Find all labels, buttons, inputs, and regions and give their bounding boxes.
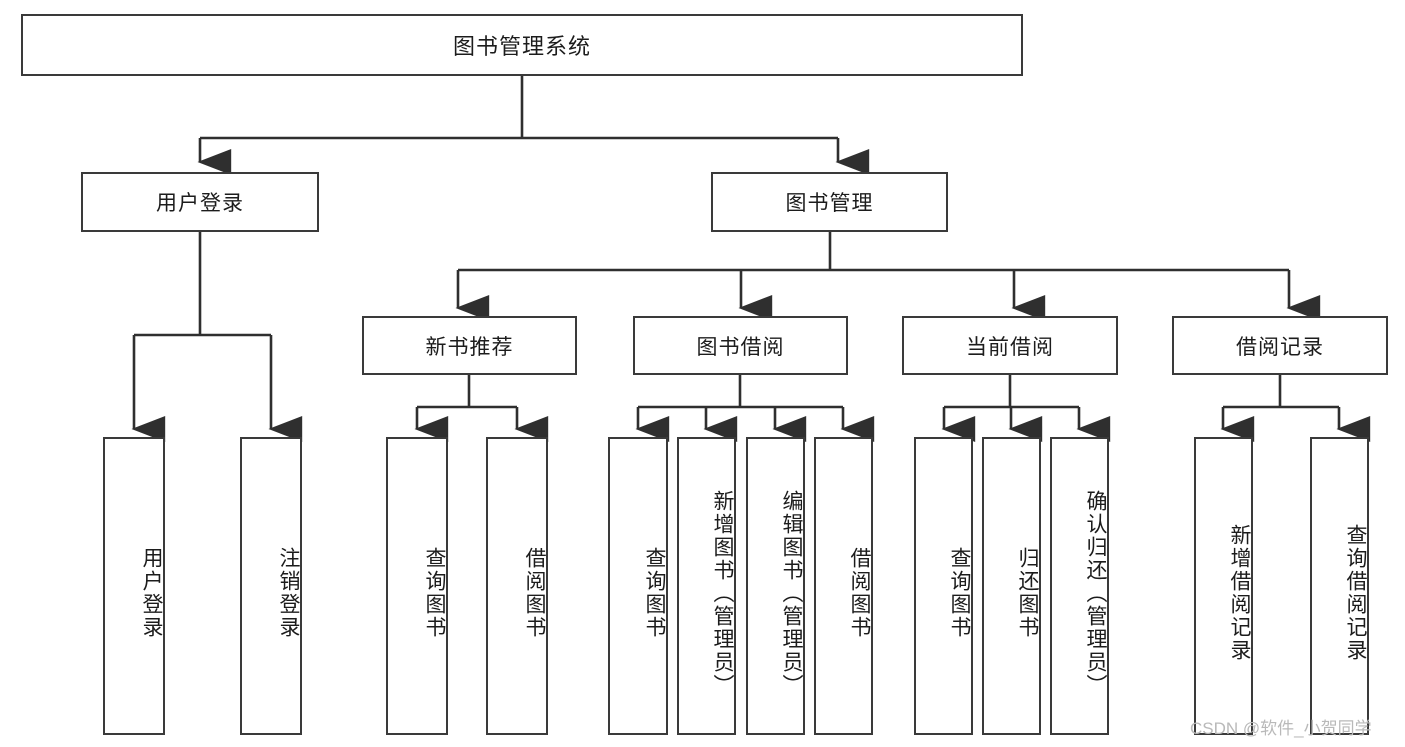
leaf-query-book-borrow[interactable]: 查询图书 [608,437,668,735]
leaf-logout[interactable]: 注销登录 [240,437,302,735]
node-book-management-module[interactable]: 图书管理 [711,172,948,232]
leaf-borrow-book[interactable]: 借阅图书 [814,437,873,735]
node-label: 注销登录 [277,547,300,639]
leaf-add-borrow-record[interactable]: 新增借阅记录 [1194,437,1253,735]
node-label: 借阅图书 [848,547,871,639]
node-label: 新增借阅记录 [1228,524,1251,662]
leaf-query-book-current[interactable]: 查询图书 [914,437,973,735]
node-label: 借阅图书 [523,547,546,639]
leaf-confirm-return-admin[interactable]: 确认归还（管理员） [1050,437,1109,735]
node-root-label: 图书管理系统 [452,34,591,59]
leaf-edit-book-admin[interactable]: 编辑图书（管理员） [746,437,805,735]
node-label: 图书管理 [785,192,874,215]
node-book-borrow[interactable]: 图书借阅 [633,316,848,375]
node-label: 查询图书 [643,547,666,639]
node-label: 当前借阅 [966,335,1054,359]
node-label: 编辑图书（管理员） [780,489,803,697]
leaf-query-borrow-record[interactable]: 查询借阅记录 [1310,437,1369,735]
node-label: 图书借阅 [696,335,785,359]
leaf-return-book[interactable]: 归还图书 [982,437,1041,735]
node-label: 确认归还（管理员） [1084,489,1107,697]
node-root[interactable]: 图书管理系统 [21,14,1023,76]
leaf-query-book-recommend[interactable]: 查询图书 [386,437,448,735]
node-label: 新书推荐 [425,335,514,359]
watermark: CSDN @软件_小贺同学 [1190,719,1372,738]
node-label: 查询借阅记录 [1344,524,1367,662]
node-current-borrow[interactable]: 当前借阅 [902,316,1118,375]
node-label: 查询图书 [948,547,971,639]
node-label: 新增图书（管理员） [711,489,734,697]
node-label: 查询图书 [423,547,446,639]
node-borrow-records[interactable]: 借阅记录 [1172,316,1388,375]
node-user-login-module[interactable]: 用户登录 [81,172,319,232]
leaf-borrow-book-recommend[interactable]: 借阅图书 [486,437,548,735]
leaf-user-login[interactable]: 用户登录 [103,437,165,735]
leaf-add-book-admin[interactable]: 新增图书（管理员） [677,437,736,735]
node-label: 用户登录 [156,192,244,215]
node-label: 归还图书 [1016,547,1039,639]
node-label: 借阅记录 [1236,335,1324,359]
node-new-book-recommend[interactable]: 新书推荐 [362,316,577,375]
node-label: 用户登录 [140,547,163,639]
